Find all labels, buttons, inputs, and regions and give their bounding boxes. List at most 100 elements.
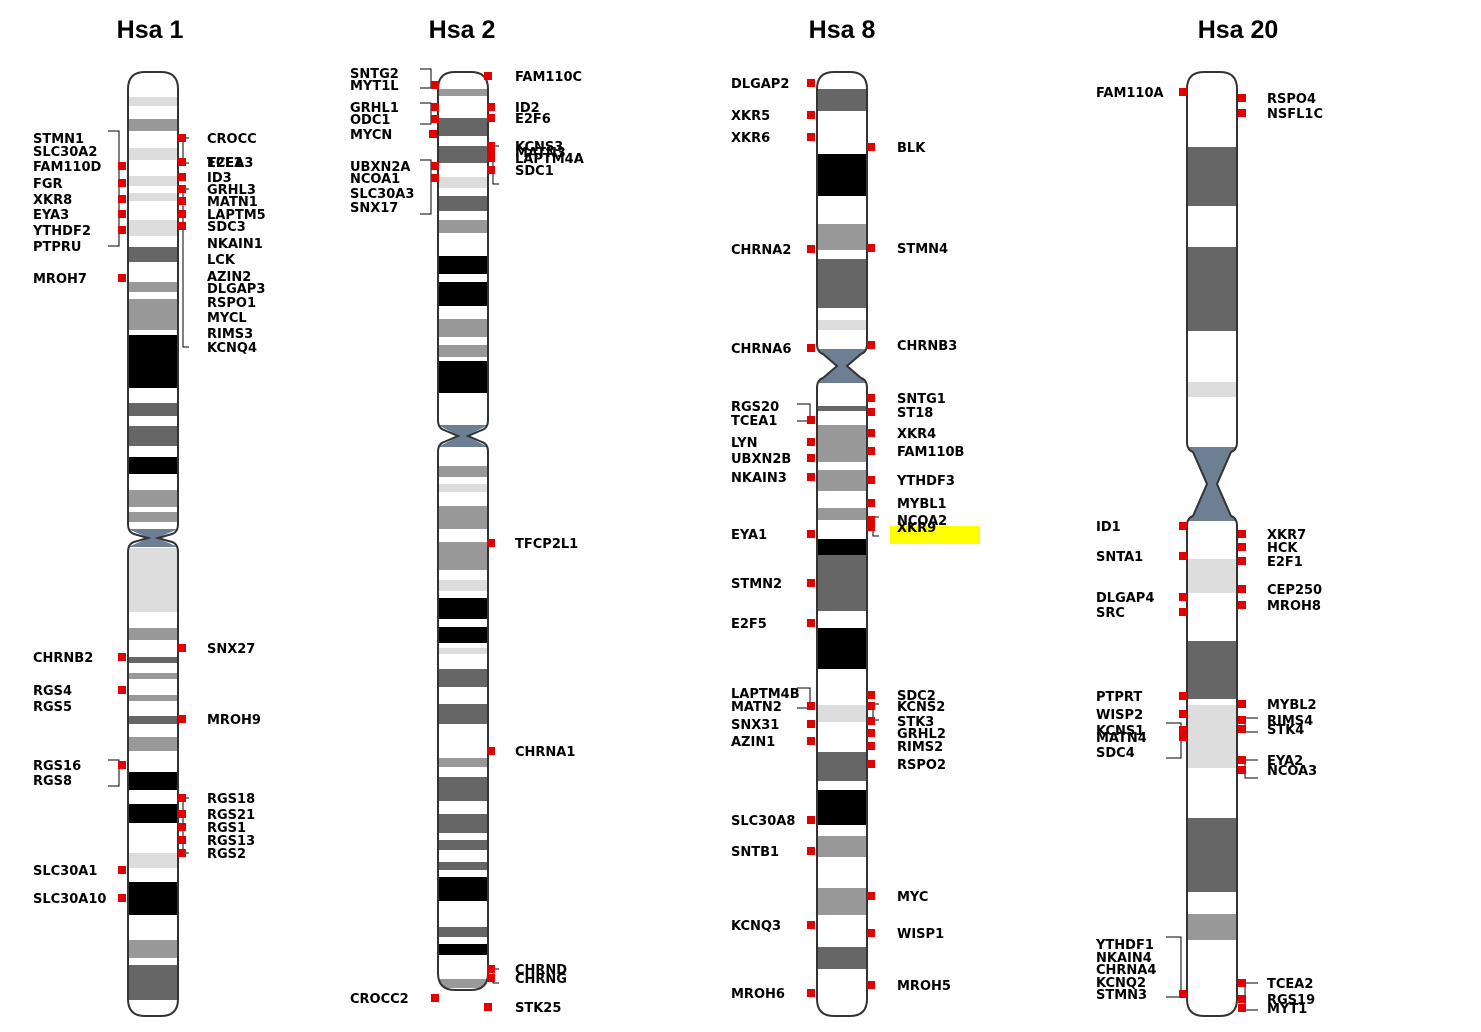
gene-marker xyxy=(867,742,875,750)
chromosome-band xyxy=(128,426,178,446)
gene-marker xyxy=(867,143,875,151)
gene-blk: BLK xyxy=(867,141,926,156)
chromosome-title: Hsa 2 xyxy=(429,16,496,44)
chromosome-band xyxy=(817,508,867,520)
gene-label: LYN xyxy=(731,436,758,451)
gene-xkr7: XKR7 xyxy=(1238,528,1306,543)
gene-rgs21: RGS21 xyxy=(178,808,255,823)
gene-chrna1: CHRNA1 xyxy=(487,745,575,760)
gene-marker xyxy=(807,619,815,627)
gene-e2f1: E2F1 xyxy=(1238,555,1303,570)
gene-mybl2: MYBL2 xyxy=(1238,698,1317,713)
gene-marker xyxy=(1238,557,1246,565)
gene-marker xyxy=(118,653,126,661)
gene-label: XKR9 xyxy=(897,521,936,536)
gene-ythdf3: YTHDF3 xyxy=(867,474,955,489)
gene-sdc3: SDC3 xyxy=(178,220,246,235)
chromosome-band xyxy=(817,539,867,555)
chromosome-band xyxy=(1187,382,1237,397)
gene-marker xyxy=(431,162,439,170)
gene-bracket xyxy=(1166,936,1182,998)
chromosome-band xyxy=(438,361,488,393)
gene-marker xyxy=(484,72,492,80)
gene-marker xyxy=(1238,109,1246,117)
band-group xyxy=(438,89,488,988)
gene-label: NSFL1C xyxy=(1267,107,1323,122)
chromosome-band xyxy=(438,196,488,211)
gene-hck: HCK xyxy=(1238,541,1298,556)
gene-label: MYCN xyxy=(350,128,392,143)
gene-marker xyxy=(807,816,815,824)
gene-rims3: RIMS3 xyxy=(207,327,253,342)
gene-marker xyxy=(118,162,126,170)
gene-label: KCNQ3 xyxy=(731,919,781,934)
gene-label: LAPTM5 xyxy=(207,208,266,223)
gene-label: TCEA2 xyxy=(1267,977,1313,992)
gene-azin2: AZIN2 xyxy=(207,270,251,285)
gene-label: SLC30A10 xyxy=(33,892,106,907)
gene-marker xyxy=(178,197,186,205)
chromosome-band xyxy=(128,853,178,868)
gene-marker xyxy=(1179,522,1187,530)
gene-chrnb2: CHRNB2 xyxy=(33,651,126,666)
gene-dlgap4: DLGAP4 xyxy=(1096,591,1187,606)
gene-marker xyxy=(178,810,186,818)
gene-bracket xyxy=(420,68,432,89)
gene-label: RGS4 xyxy=(33,684,72,699)
chromosome-band xyxy=(438,627,488,643)
gene-marker xyxy=(1179,593,1187,601)
gene-label: HCK xyxy=(1267,541,1298,556)
gene-label: RGS8 xyxy=(33,774,72,789)
gene-marker xyxy=(118,210,126,218)
chromosome-title: Hsa 8 xyxy=(809,16,876,44)
chromosome-band xyxy=(128,737,178,751)
chromosome-outline xyxy=(127,71,179,1017)
chromosome-band xyxy=(438,484,488,492)
gene-nkain3: NKAIN3 xyxy=(731,471,815,486)
gene-bracket xyxy=(1244,759,1258,779)
gene-marker xyxy=(1238,94,1246,102)
gene-label: CHRNA2 xyxy=(731,243,791,258)
gene-kcns1: KCNS1 xyxy=(1096,724,1187,739)
gene-label: RSPO4 xyxy=(1267,92,1316,107)
gene-label: CROCC2 xyxy=(350,992,409,1007)
gene-marker xyxy=(807,245,815,253)
gene-label: MROH9 xyxy=(207,713,261,728)
gene-marker xyxy=(118,195,126,203)
gene-chrng: CHRNG xyxy=(487,972,567,987)
gene-marker xyxy=(1179,552,1187,560)
gene-label: SNTB1 xyxy=(731,845,779,860)
gene-label: ID3 xyxy=(207,171,232,186)
gene-label: CHRNA6 xyxy=(731,342,791,357)
gene-label: CHRNB3 xyxy=(897,339,957,354)
chromosome-band xyxy=(1187,147,1237,206)
gene-label: RGS5 xyxy=(33,700,72,715)
gene-label: NKAIN1 xyxy=(207,237,263,252)
chromosome-band xyxy=(438,877,488,901)
chromosome-band xyxy=(817,154,867,196)
gene-stmn3: STMN3 xyxy=(1096,988,1187,1003)
gene-marker xyxy=(807,454,815,462)
gene-label: RGS21 xyxy=(207,808,255,823)
gene-eya1: EYA1 xyxy=(731,528,815,543)
gene-lck: LCK xyxy=(207,253,236,268)
chromosome-4: Hsa 20RSPO4NSFL1CXKR7HCKE2F1CEP250MROH8M… xyxy=(1095,16,1323,1017)
gene-chrna2: CHRNA2 xyxy=(731,243,815,258)
gene-ptprt: PTPRT xyxy=(1096,690,1187,705)
gene-marker xyxy=(118,226,126,234)
chromosome-band xyxy=(1187,247,1237,331)
gene-marker xyxy=(487,539,495,547)
gene-marker xyxy=(867,717,875,725)
gene-label: MATN3 xyxy=(515,146,566,161)
gene-label: XKR5 xyxy=(731,109,770,124)
gene-marker xyxy=(118,274,126,282)
gene-label: WISP2 xyxy=(1096,708,1143,723)
gene-label: DLGAP2 xyxy=(731,77,789,92)
gene-bracket xyxy=(108,759,120,787)
gene-sdc4: SDC4 xyxy=(1096,746,1135,761)
gene-stk3: STK3 xyxy=(867,715,934,730)
gene-kcns3: KCNS3 xyxy=(487,140,563,155)
gene-label: ST18 xyxy=(897,406,933,421)
gene-stk25: STK25 xyxy=(484,1001,561,1016)
gene-rgs16: RGS16 xyxy=(33,759,126,774)
